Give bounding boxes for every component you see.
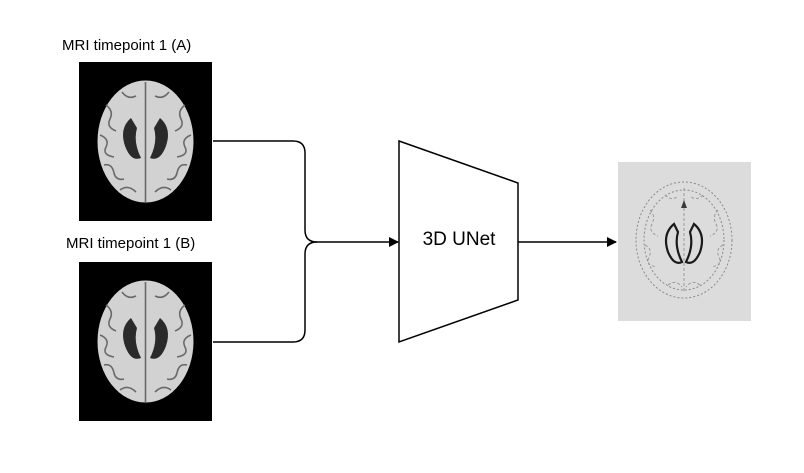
output-difference-map-image bbox=[618, 162, 751, 321]
mri-scan-b-image bbox=[79, 262, 212, 421]
connector-b bbox=[213, 241, 318, 343]
unet-label: 3D UNet bbox=[422, 229, 496, 250]
unet-block bbox=[398, 139, 519, 344]
input-a-label: MRI timepoint 1 (A) bbox=[62, 37, 192, 54]
connector-a bbox=[213, 140, 318, 243]
mri-scan-a-image bbox=[79, 62, 212, 221]
input-b-label: MRI timepoint 1 (B) bbox=[66, 235, 196, 252]
